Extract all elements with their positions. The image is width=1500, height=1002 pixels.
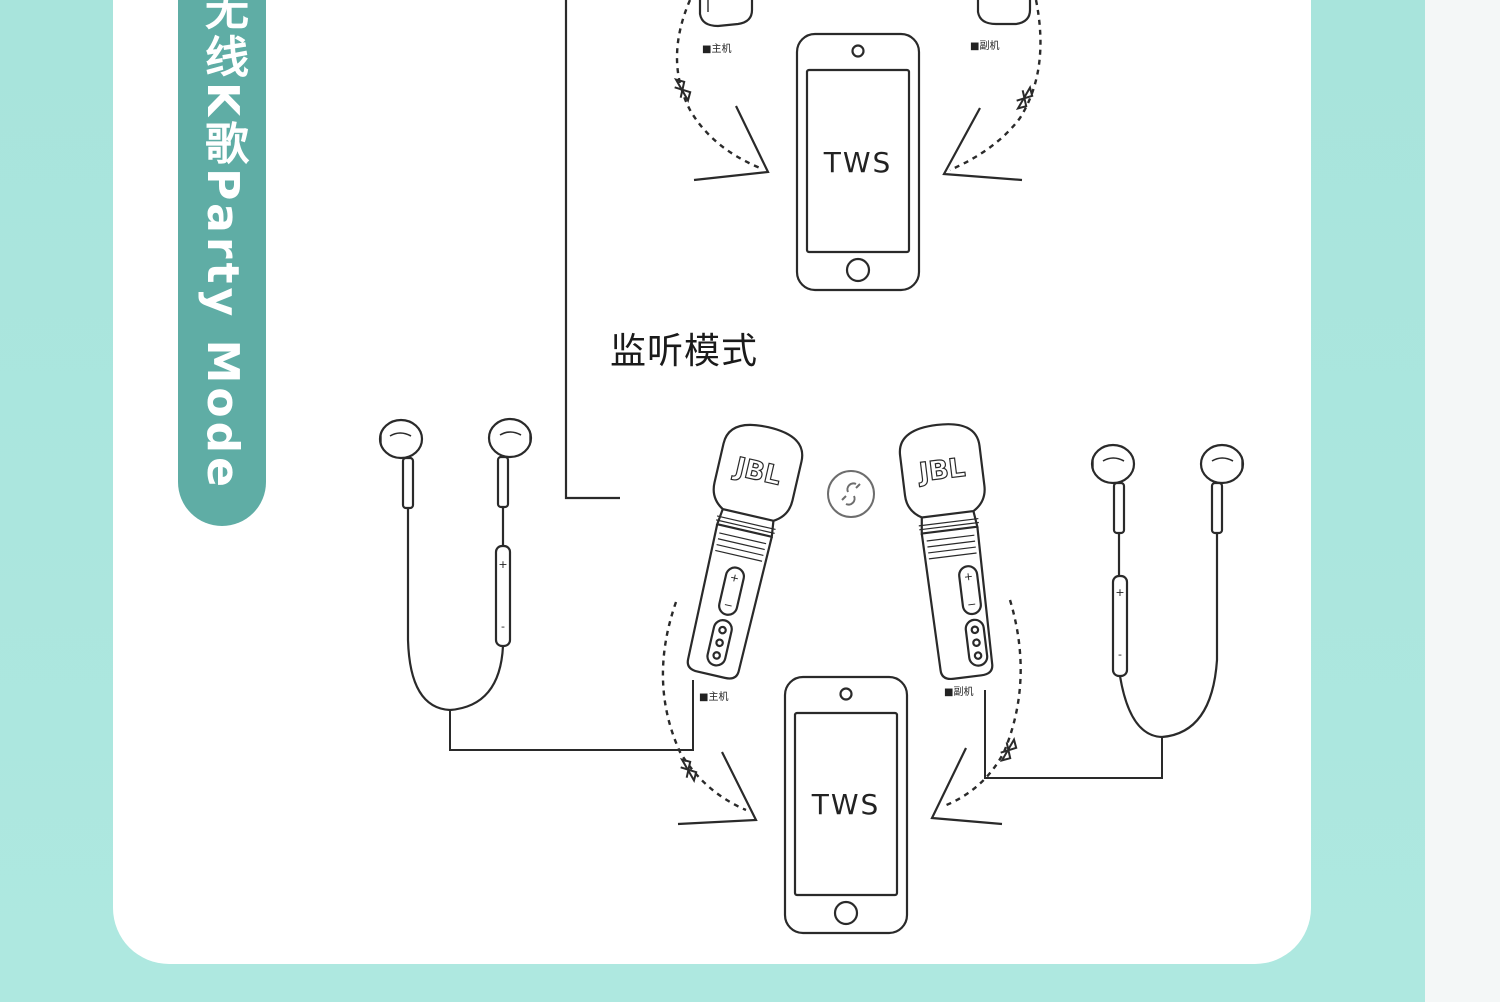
svg-text:-: - xyxy=(1118,648,1122,661)
bluetooth-icon xyxy=(679,758,698,783)
link-icon xyxy=(827,470,875,518)
svg-text:-: - xyxy=(501,620,505,633)
right-dashed-arc xyxy=(943,599,1022,808)
top-left-dashed-arc xyxy=(675,0,761,170)
right-mic-brand: JBL xyxy=(916,453,967,489)
svg-text:−: − xyxy=(722,598,734,613)
left-mic-brand: JBL xyxy=(730,452,784,492)
left-arrow xyxy=(677,751,758,826)
right-arrow xyxy=(930,747,1003,826)
secondary-label: ■副机 xyxy=(944,685,973,698)
right-earphones: + - xyxy=(984,443,1245,779)
top-secondary-label: ■副机 xyxy=(970,39,999,52)
bluetooth-icon xyxy=(999,737,1018,762)
top-right-arrow xyxy=(942,107,1023,182)
bluetooth-icon xyxy=(1015,85,1034,110)
svg-text:+: + xyxy=(498,558,507,571)
left-dashed-arc xyxy=(661,601,747,812)
svg-text:+: + xyxy=(1115,586,1124,599)
section-title: 监听模式 xyxy=(610,331,759,372)
top-left-arrow xyxy=(693,105,770,182)
bluetooth-icon xyxy=(673,78,692,103)
left-mic: JBL + − xyxy=(686,423,804,680)
top-phone: TWS xyxy=(795,32,921,292)
side-tab-label: 无线K歌Party Mode xyxy=(197,0,248,491)
left-earphones: + - xyxy=(378,417,694,751)
side-tab xyxy=(178,0,266,526)
top-right-dashed-arc xyxy=(949,0,1042,172)
right-mic: JBL + − xyxy=(898,423,994,681)
top-right-mic xyxy=(976,0,1032,26)
bottom-phone: TWS xyxy=(783,675,909,935)
page-margin xyxy=(1425,0,1500,1002)
top-host-label: ■主机 xyxy=(702,42,731,55)
host-label: ■主机 xyxy=(699,690,728,703)
bottom-phone-label: TWS xyxy=(811,788,881,821)
svg-text:+: + xyxy=(729,571,741,586)
svg-text:−: − xyxy=(966,597,977,611)
top-phone-label: TWS xyxy=(823,146,893,179)
top-left-mic xyxy=(698,0,754,28)
svg-text:+: + xyxy=(963,570,974,584)
connector-line xyxy=(564,0,620,500)
